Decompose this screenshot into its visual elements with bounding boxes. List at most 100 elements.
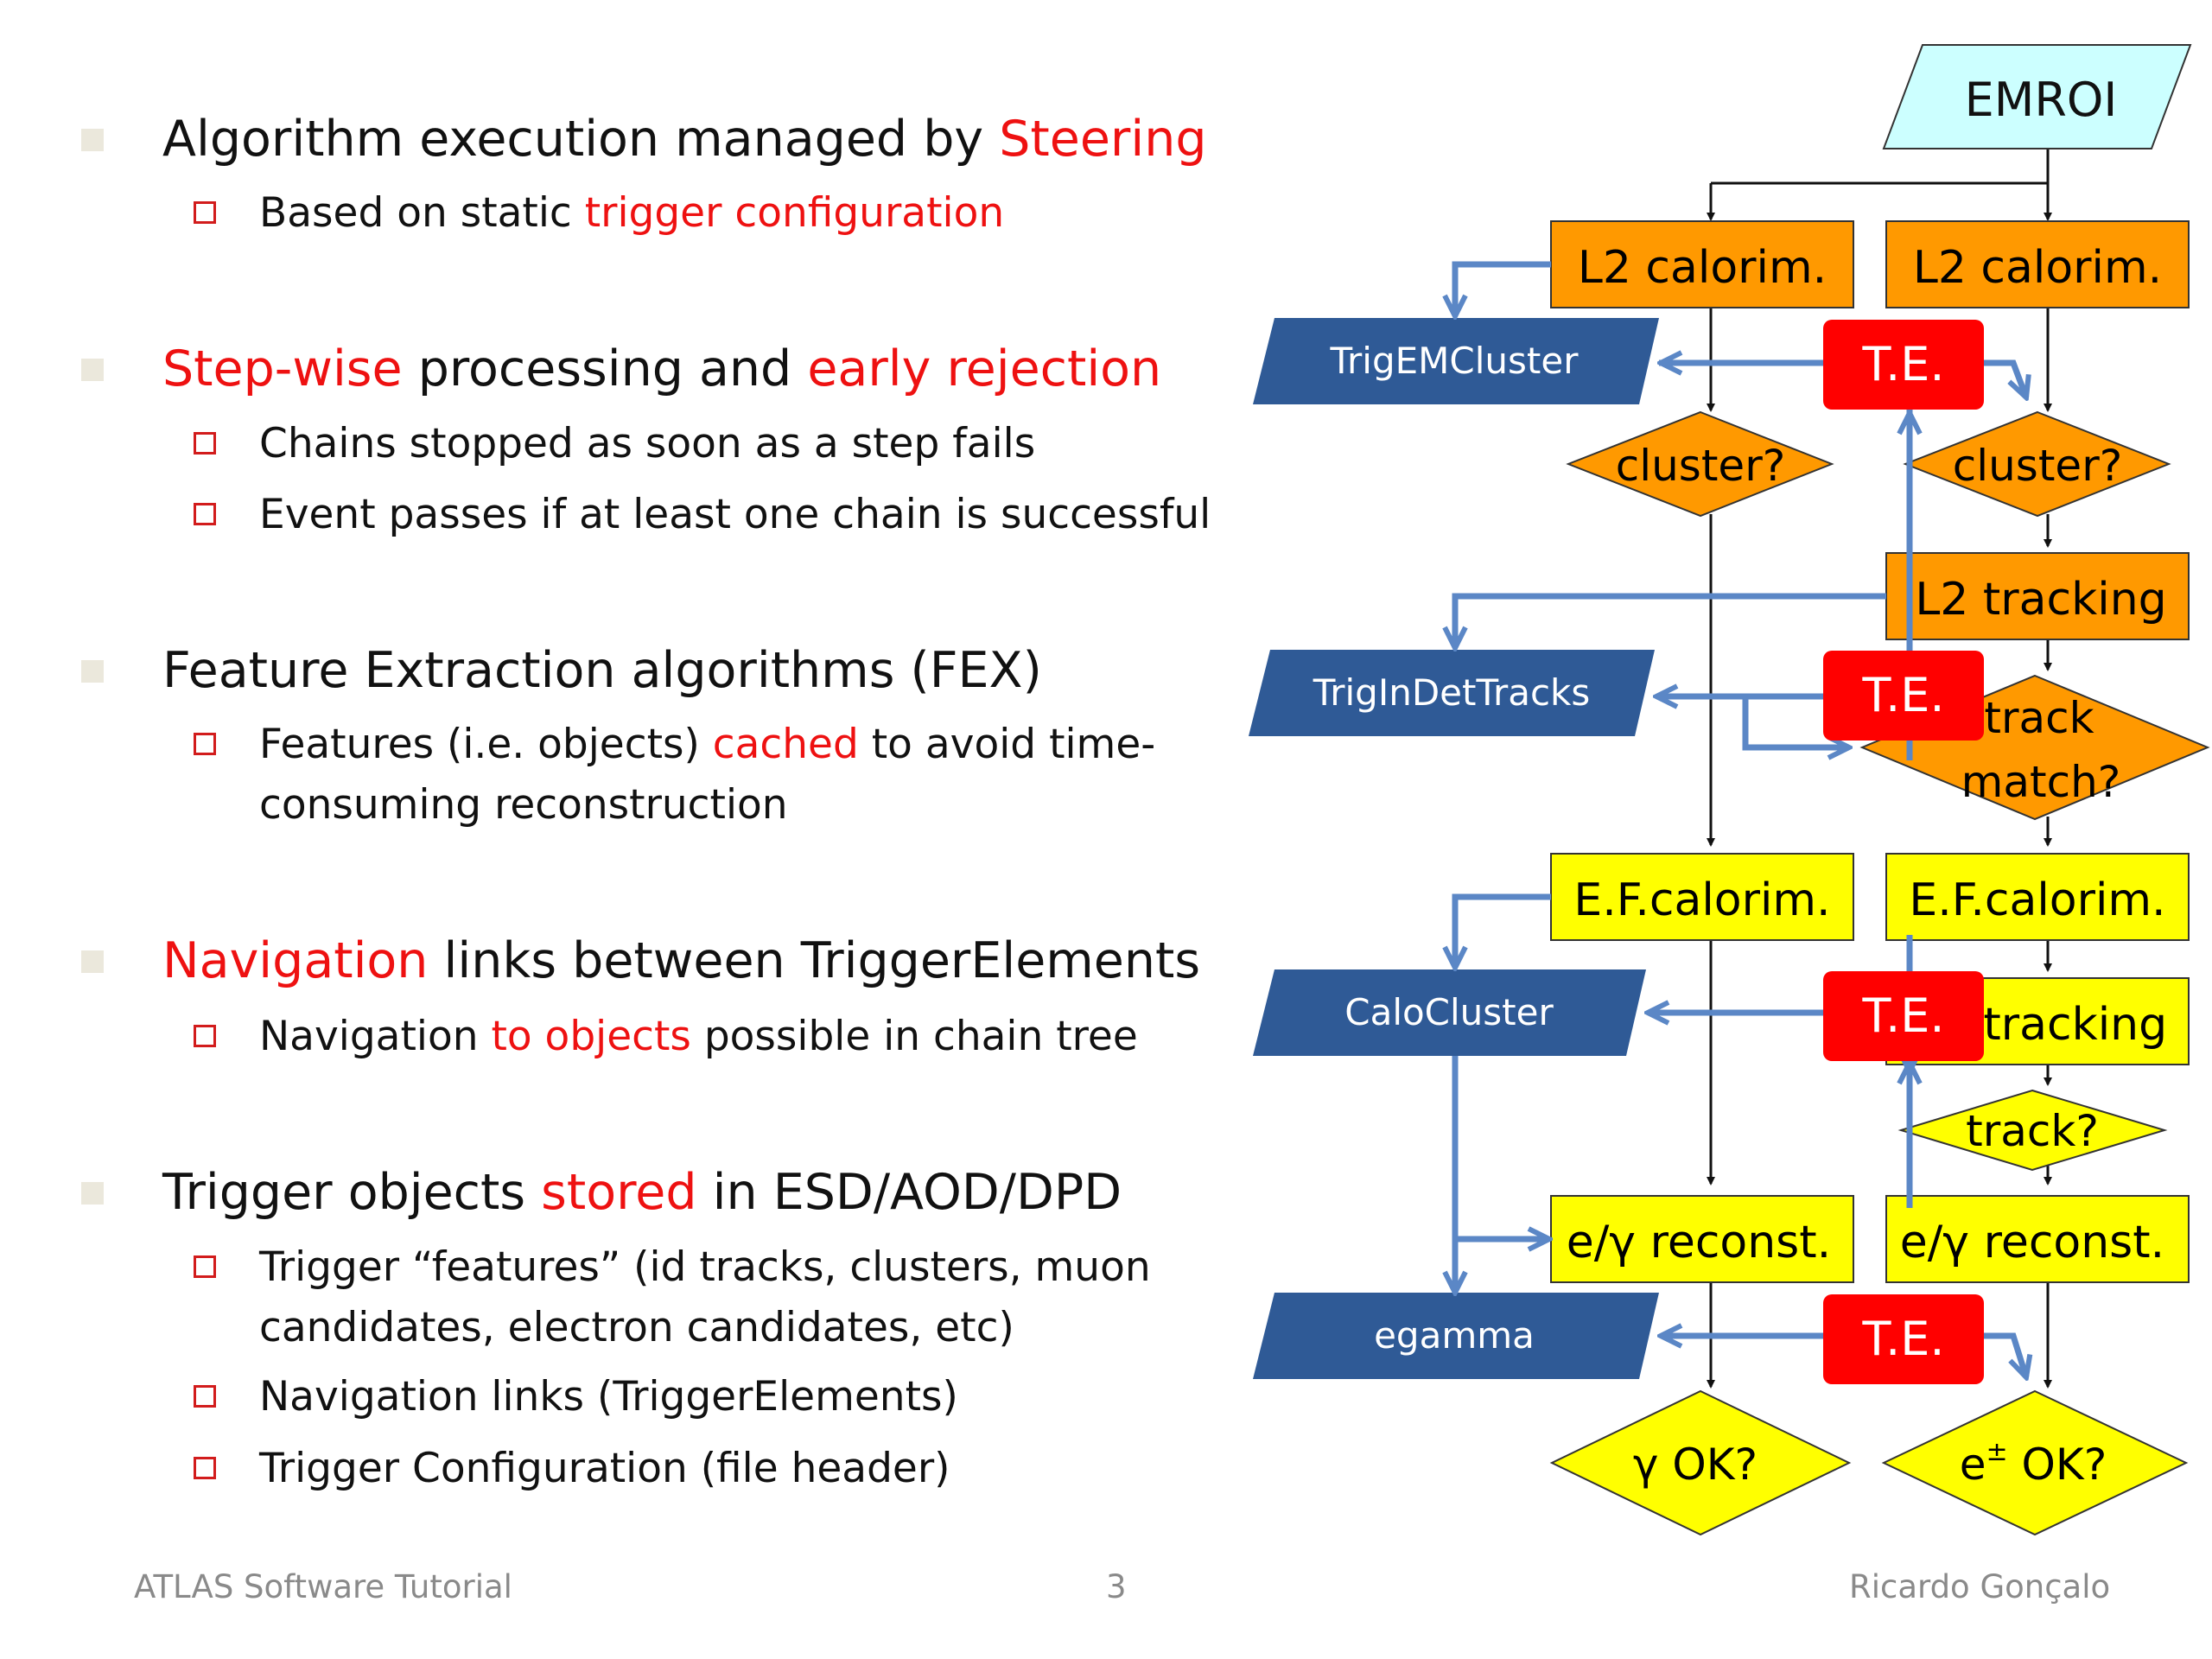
electron-ok-label: e± OK? xyxy=(1960,1437,2107,1490)
te-label: T.E. xyxy=(1861,337,1944,391)
emroi-node: EMROI xyxy=(1882,44,2192,149)
text-run: links between TriggerElements xyxy=(428,932,1201,989)
reconst-left-box: e/γ reconst. xyxy=(1550,1195,1854,1283)
sub-bullet: Navigation links (TriggerElements) xyxy=(259,1367,958,1427)
sub-bullet-marker xyxy=(194,503,216,525)
emroi-label: EMROI xyxy=(1965,73,2118,127)
te-box-efcalo: T.E. xyxy=(1823,971,1984,1061)
text-run: Feature Extraction algorithms (FEX) xyxy=(162,642,1042,699)
bullet-fex: Feature Extraction algorithms (FEX) xyxy=(162,642,1042,699)
sub-bullet: Navigation to objects possible in chain … xyxy=(259,1007,1138,1067)
te-box-l2calo: T.E. xyxy=(1823,320,1984,410)
bullet-marker xyxy=(81,950,104,973)
te-label: T.E. xyxy=(1861,668,1944,722)
cluster-right-diamond: cluster? xyxy=(1903,410,2171,518)
gamma-ok-label: γ OK? xyxy=(1633,1440,1758,1490)
feature-calocluster-label: CaloCluster xyxy=(1344,991,1554,1033)
text-run: processing and xyxy=(402,340,808,397)
highlight-text: stored xyxy=(541,1164,697,1221)
text-run: in ESD/AOD/DPD xyxy=(696,1164,1122,1221)
text-run: possible in chain tree xyxy=(690,1013,1138,1060)
text-run: Trigger objects xyxy=(162,1164,542,1221)
l2-calorim-right-box: L2 calorim. xyxy=(1885,220,2190,308)
l2-calorim-left-box: L2 calorim. xyxy=(1550,220,1854,308)
bullet-navigation: Navigation links between TriggerElements xyxy=(162,932,1200,989)
sub-bullet-marker xyxy=(194,1255,216,1278)
te-box-reconst: T.E. xyxy=(1823,1294,1984,1384)
ef-calorim-right-label: E.F.calorim. xyxy=(1909,874,2165,926)
feature-calocluster: CaloCluster xyxy=(1253,969,1646,1056)
sub-bullet-continuation: consuming reconstruction xyxy=(259,775,788,836)
te-label: T.E. xyxy=(1861,988,1944,1043)
footer-left: ATLAS Software Tutorial xyxy=(134,1568,512,1605)
sub-bullet: Trigger “features” (id tracks, clusters,… xyxy=(259,1237,1151,1298)
sub-bullet: Trigger Configuration (file header) xyxy=(259,1439,950,1499)
reconst-left-label: e/γ reconst. xyxy=(1567,1217,1831,1268)
reconst-right-label: e/γ reconst. xyxy=(1900,1217,2164,1268)
text-run: consuming reconstruction xyxy=(259,781,788,829)
cluster-right-label: cluster? xyxy=(1953,441,2123,491)
text-run: Navigation xyxy=(259,1013,492,1060)
footer-page-number: 3 xyxy=(1106,1568,1127,1605)
footer-right: Ricardo Gonçalo xyxy=(1849,1568,2111,1605)
feature-trigemcluster: TrigEMCluster xyxy=(1253,318,1659,404)
bullet-marker xyxy=(81,359,104,381)
text-run: Navigation links (TriggerElements) xyxy=(259,1373,958,1421)
feature-trigindettracks-label: TrigInDetTracks xyxy=(1313,671,1591,714)
ef-calorim-left-box: E.F.calorim. xyxy=(1550,853,1854,941)
text-run: Event passes if at least one chain is su… xyxy=(259,491,1211,538)
highlight-text: cached xyxy=(712,721,859,768)
sub-bullet-marker xyxy=(194,1457,216,1479)
highlight-text: trigger configuration xyxy=(584,189,1005,237)
text-run: to avoid time- xyxy=(858,721,1156,768)
sub-bullet: Features (i.e. objects) cached to avoid … xyxy=(259,715,1155,775)
track-label: track? xyxy=(1966,1106,2099,1156)
sub-bullet: Event passes if at least one chain is su… xyxy=(259,485,1211,545)
l2-calorim-right-label: L2 calorim. xyxy=(1913,242,2162,294)
sub-bullet-marker xyxy=(194,1025,216,1047)
sub-bullet: Chains stopped as soon as a step fails xyxy=(259,414,1035,474)
text-run: Trigger Configuration (file header) xyxy=(259,1445,950,1492)
bullet-stepwise: Step-wise processing and early rejection xyxy=(162,340,1161,397)
electron-ok-diamond: e± OK? xyxy=(1881,1389,2189,1536)
flow-connectors xyxy=(1707,147,2052,1389)
gamma-ok-diamond: γ OK? xyxy=(1549,1389,1852,1536)
feature-egamma-label: egamma xyxy=(1374,1314,1535,1357)
te-box-l2track: T.E. xyxy=(1823,651,1984,741)
text-run: Chains stopped as soon as a step fails xyxy=(259,420,1036,467)
sub-bullet-marker xyxy=(194,733,216,755)
cluster-left-label: cluster? xyxy=(1616,441,1786,491)
highlight-text: Navigation xyxy=(162,932,429,989)
text-run: Trigger “features” (id tracks, clusters,… xyxy=(259,1243,1151,1291)
highlight-text: Step-wise xyxy=(162,340,403,397)
highlight-text: early rejection xyxy=(807,340,1162,397)
te-label: T.E. xyxy=(1861,1312,1944,1366)
sub-bullet-marker xyxy=(194,1385,216,1408)
text-run: Algorithm execution managed by xyxy=(162,111,1000,168)
l2-tracking-label: L2 tracking xyxy=(1915,574,2166,626)
bullet-marker xyxy=(81,1182,104,1205)
ef-calorim-left-label: E.F.calorim. xyxy=(1573,874,1830,926)
feature-trigindettracks: TrigInDetTracks xyxy=(1249,650,1655,736)
sub-bullet: Based on static trigger configuration xyxy=(259,183,1004,244)
sub-bullet-marker xyxy=(194,201,216,224)
l2-tracking-box: L2 tracking xyxy=(1885,552,2190,640)
electron-ok-sup: ± xyxy=(1986,1437,2008,1467)
track-match-label-1: track xyxy=(1984,693,2094,743)
text-run: Based on static xyxy=(259,189,585,237)
l2-calorim-left-label: L2 calorim. xyxy=(1578,242,1827,294)
cluster-left-diamond: cluster? xyxy=(1566,410,1834,518)
bullet-marker xyxy=(81,660,104,683)
bullet-list: Algorithm execution managed by Steering … xyxy=(81,111,1211,1499)
text-run: Features (i.e. objects) xyxy=(259,721,713,768)
sub-bullet-continuation: candidates, electron candidates, etc) xyxy=(259,1298,1014,1358)
bullet-marker xyxy=(81,129,104,151)
electron-ok-rest: OK? xyxy=(2008,1440,2107,1490)
feature-egamma: egamma xyxy=(1253,1293,1659,1379)
highlight-text: to objects xyxy=(491,1013,691,1060)
highlight-text: Steering xyxy=(999,111,1207,168)
bullet-steering: Algorithm execution managed by Steering xyxy=(162,111,1207,168)
reconst-right-box: e/γ reconst. xyxy=(1885,1195,2190,1283)
bullet-stored: Trigger objects stored in ESD/AOD/DPD xyxy=(162,1164,1122,1221)
electron-ok-base: e xyxy=(1960,1440,1986,1490)
